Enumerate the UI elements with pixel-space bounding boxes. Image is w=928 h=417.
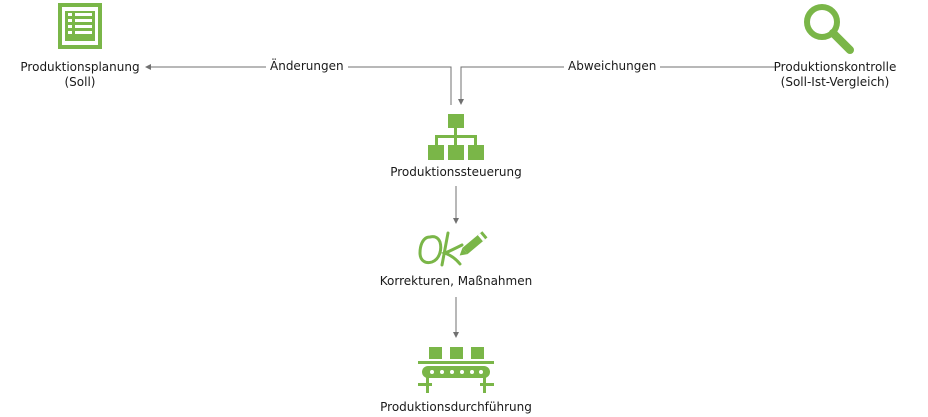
edge-deviations-line xyxy=(458,66,775,105)
control-label-line1: Produktionskontrolle xyxy=(773,60,897,74)
ok-pencil-icon xyxy=(418,231,488,267)
control-label-line2: (Soll-Ist-Vergleich) xyxy=(780,75,890,89)
planning-label-line2: (Soll) xyxy=(64,75,96,89)
magnifier-icon xyxy=(804,4,854,54)
node-label-control: Produktionskontrolle (Soll-Ist-Vergleich… xyxy=(765,60,905,90)
node-label-steering: Produktionssteuerung xyxy=(390,165,522,179)
node-label-corrections: Korrekturen, Maßnahmen xyxy=(379,274,533,288)
node-label-planning: Produktionsplanung (Soll) xyxy=(10,60,150,90)
conveyor-belt-icon xyxy=(418,347,494,393)
edge-changes-line xyxy=(145,64,452,105)
node-label-execution: Produktionsdurchführung xyxy=(380,400,532,414)
checklist-icon xyxy=(58,3,102,49)
planning-label-line1: Produktionsplanung xyxy=(20,60,140,74)
edge-label-deviations: Abweichungen xyxy=(564,59,661,74)
edge-label-changes: Änderungen xyxy=(266,59,348,74)
org-chart-icon xyxy=(428,114,484,160)
